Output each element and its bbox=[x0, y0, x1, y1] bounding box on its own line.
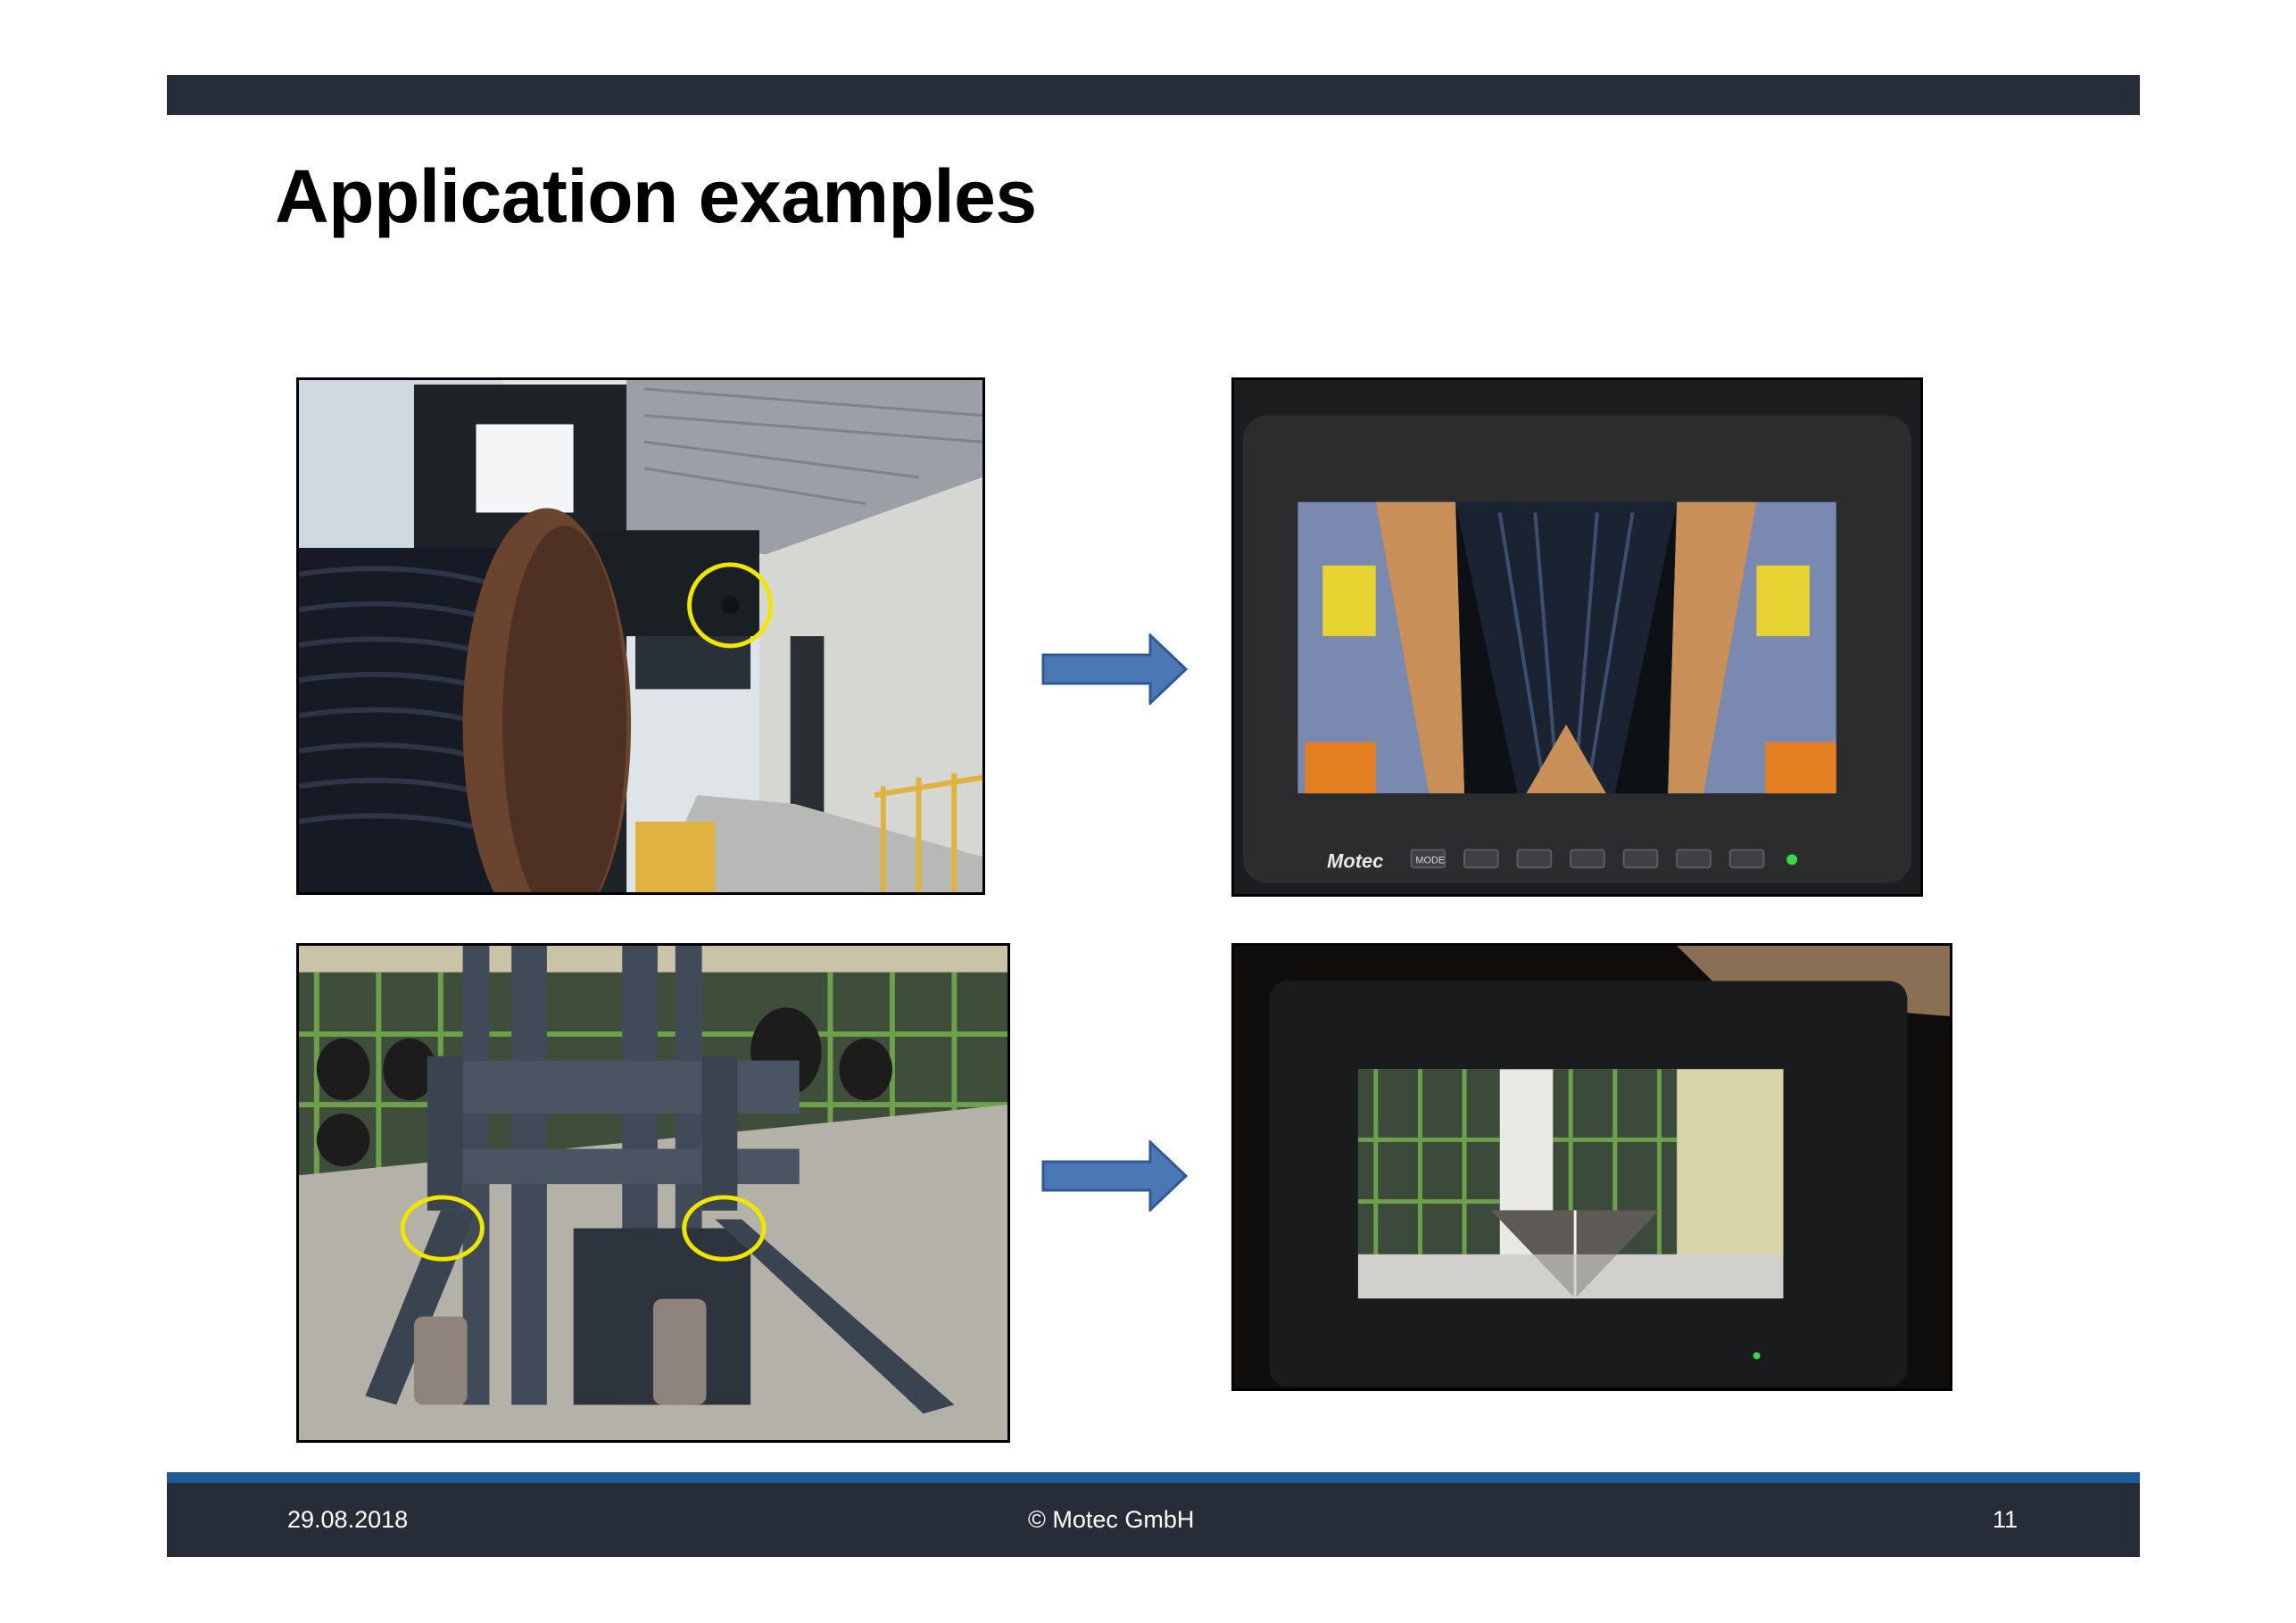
monitor-mode-label: MODE bbox=[1415, 855, 1445, 865]
footer-copyright: © Motec GmbH bbox=[1028, 1506, 1195, 1533]
arrow-right-icon bbox=[1041, 633, 1189, 705]
footer-date: 29.08.2018 bbox=[287, 1506, 409, 1533]
photo-monitor-fork-view bbox=[1231, 943, 1952, 1391]
slide-title: Application examples bbox=[275, 154, 1037, 238]
footer-accent-line bbox=[167, 1472, 2140, 1483]
photo-monitor-reel-view: Motec MODE bbox=[1231, 377, 1923, 897]
arrow-right-icon bbox=[1041, 1140, 1189, 1212]
photo-reel-handler-camera bbox=[296, 377, 985, 895]
monitor-brand-label: Motec bbox=[1327, 849, 1383, 872]
photo-forklift-fork-cameras bbox=[296, 943, 1010, 1443]
footer-bar bbox=[167, 1483, 2140, 1557]
header-bar bbox=[167, 75, 2140, 115]
footer-page-number: 11 bbox=[1993, 1506, 2018, 1533]
